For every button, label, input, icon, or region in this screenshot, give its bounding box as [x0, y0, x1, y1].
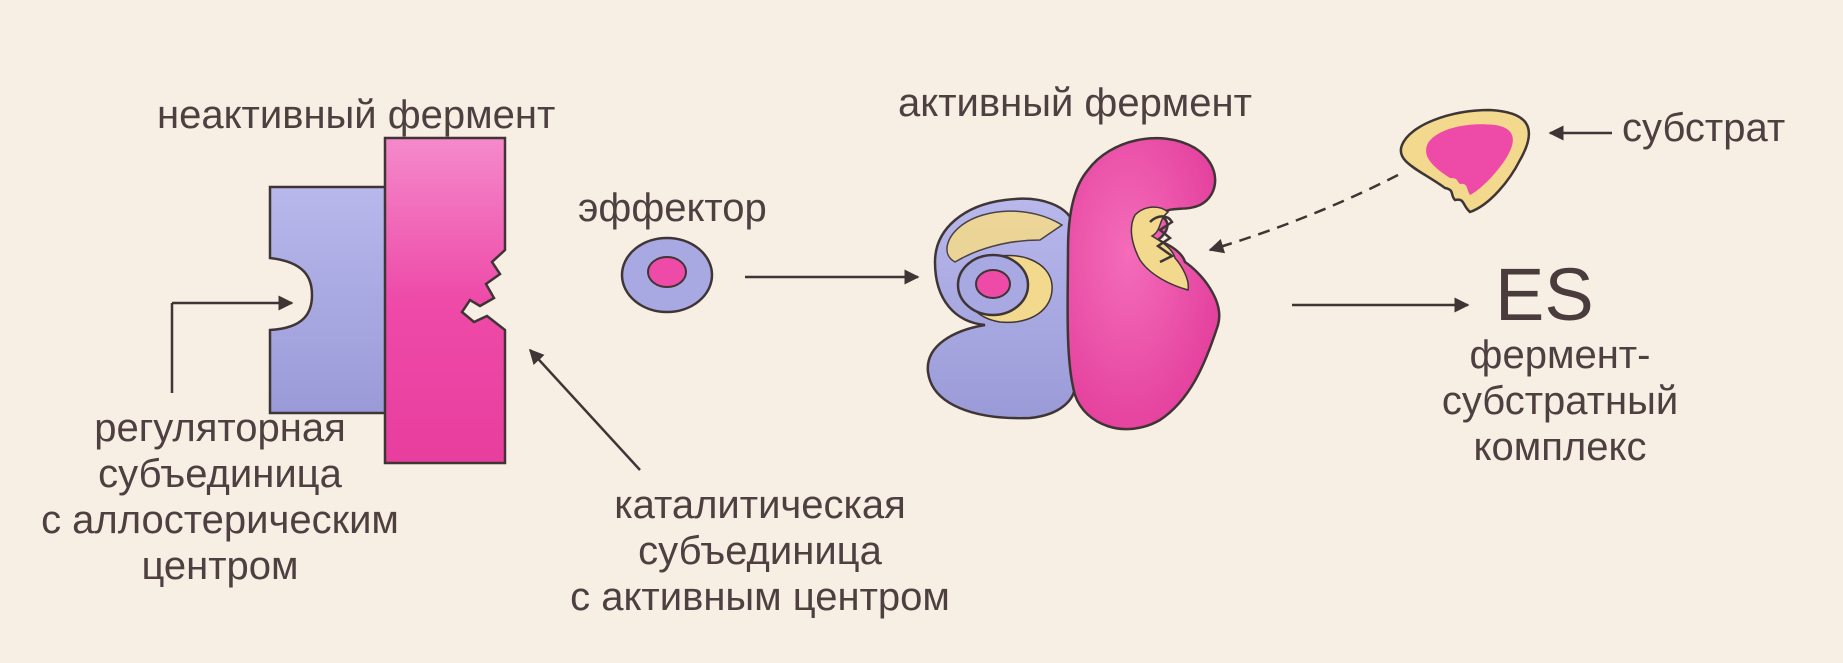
arrow-to-active-center: [530, 350, 640, 470]
label-regulatory-subunit: регуляторная субъединица с аллостерическ…: [30, 405, 410, 589]
substrate-molecule: [1401, 110, 1529, 212]
label-es-caption: фермент- субстратный комплекс: [1440, 332, 1680, 470]
regulatory-line-1: регуляторная: [30, 405, 410, 451]
regulatory-line-4: центром: [30, 543, 410, 589]
catalytic-line-1: каталитическая: [550, 482, 970, 528]
label-effector: эффектор: [578, 185, 767, 231]
es-caption-line-2: субстратный: [1440, 378, 1680, 424]
label-substrate: субстрат: [1622, 105, 1785, 151]
regulatory-subunit: [270, 187, 388, 413]
active-enzyme-regulatory-part: [928, 199, 1075, 418]
effector-molecule: [622, 238, 712, 312]
regulatory-line-3: с аллостерическим: [30, 497, 410, 543]
label-inactive-enzyme: неактивный фермент: [157, 92, 555, 138]
active-enzyme-catalytic-part: [1068, 138, 1220, 429]
label-es: ES: [1495, 255, 1594, 335]
es-caption-line-3: комплекс: [1440, 424, 1680, 470]
regulatory-line-2: субъединица: [30, 451, 410, 497]
catalytic-line-2: субъединица: [550, 528, 970, 574]
catalytic-line-3: с активным центром: [550, 574, 970, 620]
arrow-substrate-to-active-site: [1210, 175, 1398, 250]
label-catalytic-subunit: каталитическая субъединица с активным це…: [550, 482, 970, 620]
es-caption-line-1: фермент-: [1440, 332, 1680, 378]
label-active-enzyme: активный фермент: [898, 80, 1252, 126]
